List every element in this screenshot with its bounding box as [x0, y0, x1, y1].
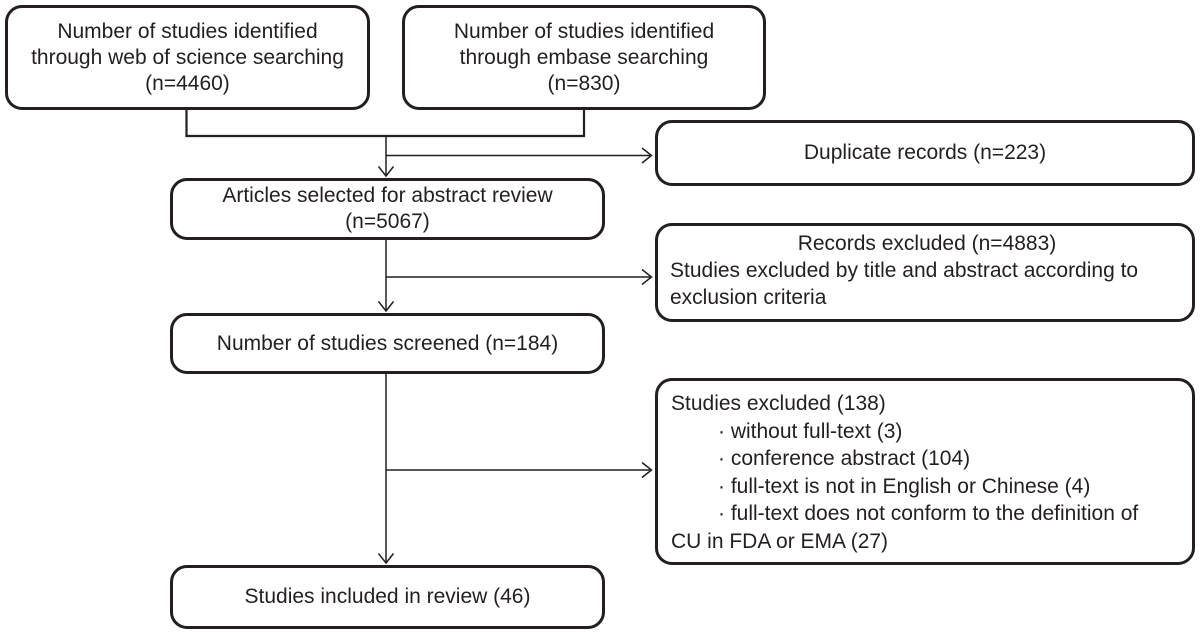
arrowhead-right-icon: [641, 147, 653, 164]
studies-excluded-bullet-1: · without full-text (3): [718, 419, 903, 443]
arrowhead-down-icon: [377, 553, 395, 565]
studies-excluded-bullet-2: · conference abstract (104): [718, 447, 971, 470]
box-included-in-review: Studies included in review (46): [170, 565, 605, 629]
studies-excluded-bullet-4-wrap: CU in FDA or EMA (27): [671, 529, 889, 553]
box-duplicate-records-text: Duplicate records (n=223): [803, 141, 1047, 164]
box-studies-screened-text: Number of studies screened (n=184): [216, 331, 559, 355]
arrow-to-included: [377, 374, 395, 565]
box-abstract-review: Articles selected for abstract review (n…: [170, 178, 605, 240]
box-records-excluded-body: Studies excluded by title and abstract a…: [670, 259, 1139, 309]
arrow-to-duplicates: [386, 147, 653, 164]
box-abstract-review-text: Articles selected for abstract review (n…: [222, 184, 553, 233]
arrow-to-records-excluded: [386, 268, 653, 286]
box-identified-web-of-science-text: Number of studies identified through web…: [31, 19, 344, 95]
box-records-excluded: Records excluded (n=4883) Studies exclud…: [655, 223, 1195, 322]
arrow-to-studies-excluded: [386, 461, 653, 479]
arrowhead-right-icon: [641, 268, 653, 286]
box-records-excluded-title: Records excluded (n=4883): [797, 232, 1057, 255]
box-included-in-review-text: Studies included in review (46): [244, 585, 531, 608]
studies-excluded-bullet-3: · full-text is not in English or Chinese…: [718, 474, 1091, 498]
box-studies-screened: Number of studies screened (n=184): [170, 313, 605, 374]
box-identified-embase-text: Number of studies identified through emb…: [453, 19, 715, 95]
arrowhead-down-icon: [377, 301, 395, 313]
box-studies-excluded-title: Studies excluded (138): [671, 392, 886, 415]
arrow-to-screened: [377, 240, 395, 313]
box-identified-web-of-science: Number of studies identified through web…: [5, 5, 370, 110]
box-studies-excluded: Studies excluded (138) · without full-te…: [655, 378, 1195, 565]
studies-excluded-bullet-4: · full-text does not conform to the defi…: [718, 502, 1139, 525]
arrowhead-down-icon: [377, 166, 395, 178]
box-identified-embase: Number of studies identified through emb…: [402, 5, 766, 110]
box-duplicate-records: Duplicate records (n=223): [655, 120, 1195, 186]
arrowhead-right-icon: [641, 461, 653, 479]
connector-merge-sources: [185, 110, 586, 138]
